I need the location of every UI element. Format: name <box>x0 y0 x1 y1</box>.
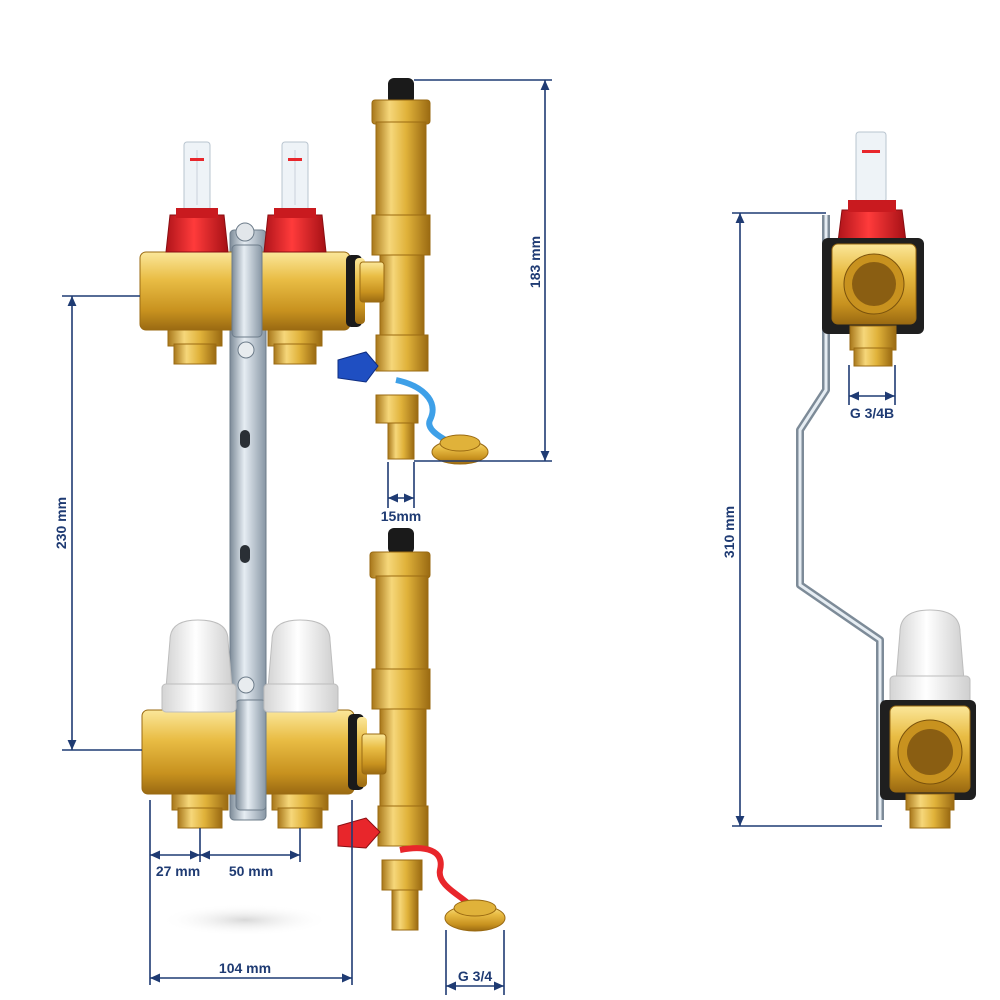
flow-meter-icon <box>837 131 907 243</box>
manifold-side-view <box>796 131 976 829</box>
first-outlet-label: 27 mm <box>156 863 200 879</box>
side-height-label: 310 mm <box>721 506 737 558</box>
dimension-labels: 230 mm 183 mm 15mm 27 mm 50 mm 104 mm G … <box>53 236 894 984</box>
thermostatic-cap-icon <box>889 609 971 707</box>
thermostatic-cap-icon <box>161 619 237 713</box>
side-thread-label: G 3/4B <box>850 405 894 421</box>
return-bar-brass-manifold-icon <box>880 700 976 829</box>
drain-thread-label: G 3/4 <box>458 968 492 984</box>
flow-meter-icon <box>165 141 229 253</box>
dimension-lines <box>62 79 896 995</box>
outlet-offset-label: 15mm <box>381 508 421 524</box>
supply-bar-brass-manifold-icon <box>822 238 924 367</box>
bar-length-label: 104 mm <box>219 960 271 976</box>
manifold-front-view <box>139 78 506 932</box>
outlet-spacing-label: 50 mm <box>229 863 273 879</box>
thermostatic-cap-icon <box>263 619 339 713</box>
overall-height-label: 230 mm <box>53 497 69 549</box>
return-bar-brass-manifold-icon <box>141 699 367 829</box>
floor-shadow <box>160 904 330 936</box>
vent-height-label: 183 mm <box>527 236 543 288</box>
air-vent-icon <box>359 78 431 460</box>
drain-valve-icon <box>337 351 489 465</box>
air-vent-icon <box>361 528 431 931</box>
flow-meter-icon <box>263 141 327 253</box>
drain-valve-icon <box>337 817 506 932</box>
